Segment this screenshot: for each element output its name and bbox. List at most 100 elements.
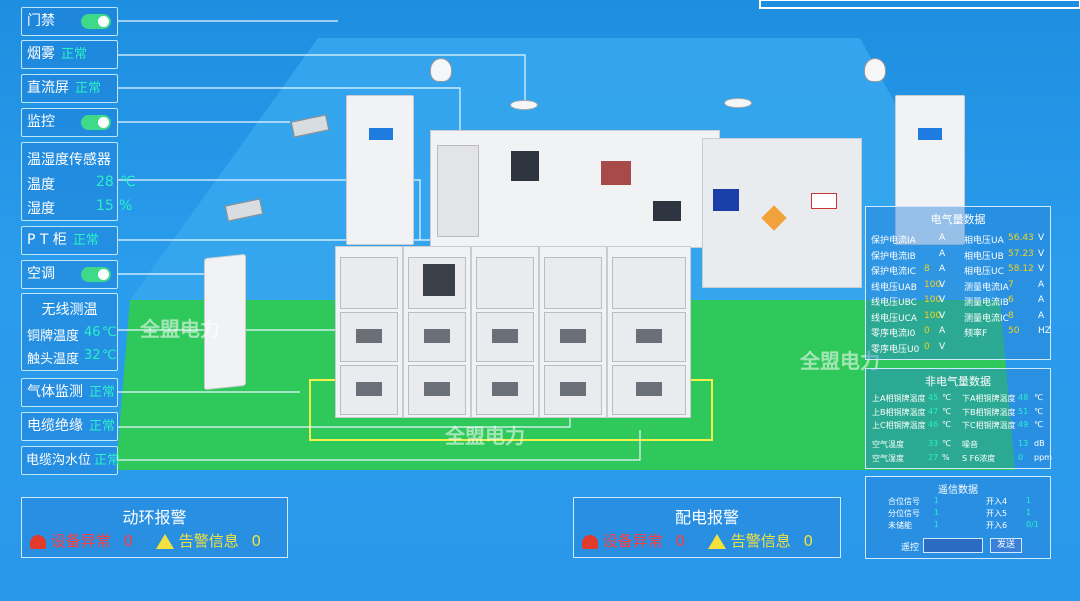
electrical-value: 6 [1008,295,1014,305]
env-device-count: 0 [123,532,134,550]
nonelec-value: 47 [928,406,939,416]
remote-value: 0/1 [1026,520,1039,529]
electrical-unit: A [939,233,946,243]
alarm-siren-icon [582,534,598,549]
remote-value: 1 [934,520,940,529]
nonelec-value: 45 [928,393,939,402]
electrical-value: 100 [924,295,942,305]
electrical-unit: A [1038,295,1045,305]
monitor-item: 监控 [21,108,118,137]
power-alarm-panel: 配电报警 设备异常 0 告警信息 0 [573,497,841,558]
electrical-unit: A [1038,279,1045,290]
alarm-siren-icon [30,534,46,549]
electrical-value: 56.43 [1008,233,1034,243]
env-alarm-panel: 动环报警 设备异常 0 告警信息 0 [21,497,288,558]
remote-label: 开入6 [986,521,1008,530]
door-access-toggle[interactable] [81,14,111,29]
remote-control-input[interactable] [923,538,983,553]
electrical-value: 0 [924,341,930,352]
env-warn-count: 0 [251,532,262,550]
contact-temp-label: 触头温度 [27,352,80,367]
power-device-label: 设备异常 [602,532,663,550]
electrical-unit: V [1038,248,1045,259]
electrical-unit: V [939,341,946,352]
nonelec-label: 上C相铜牌温度 [872,421,926,430]
nonelec-value: 0 [1018,452,1024,462]
dc-screen-label: 直流屏 [27,80,69,96]
monitor-toggle[interactable] [81,115,111,130]
transformer-cabinet [702,138,862,288]
nonelec-label: 空气湿度 [872,453,904,463]
cable-trench-status: 正常 [94,453,121,468]
env-alarm-title: 动环报警 [122,508,187,527]
gas-status: 正常 [89,385,116,400]
th-sensor-panel: 温湿度传感器 温度 28 ℃ 湿度 15 % [21,142,136,221]
electrical-label: 相电压UA [964,236,1004,246]
humidity-value: 15 [96,198,114,214]
nonelec-unit: ℃ [942,406,951,416]
nonelec-value: 46 [928,420,939,429]
nonelec-value: 27 [928,452,939,462]
nonelec-value: 49 [1018,420,1029,429]
warning-icon [155,534,174,549]
nonelec-label: 上A相铜牌温度 [872,394,926,403]
busbar-temp-value: 46 [84,325,101,340]
remote-label: 开入4 [986,497,1008,506]
electrical-label: 保护电流IA [871,236,916,246]
non-electrical-title: 非电气量数据 [925,375,991,388]
door-right [895,95,965,245]
remote-label: 未储能 [888,521,912,530]
nonelec-value: 48 [1018,393,1029,402]
watermark: 全盟电力 [445,424,525,448]
electrical-value: 8 [924,264,930,274]
nonelec-label: 下B相铜牌温度 [962,407,1016,417]
nonelec-unit: ℃ [1034,406,1043,416]
electrical-unit: A [1038,310,1045,321]
cable-insulation-status: 正常 [89,419,116,434]
nonelec-value: 33 [928,439,939,448]
wireless-temp-panel: 无线测温 铜牌温度 46 ℃ 触头温度 32 ℃ [21,293,118,371]
watermark: 全盟电力 [800,349,880,373]
electrical-unit: A [939,264,946,274]
env-device-label: 设备异常 [50,532,111,550]
power-warn-count: 0 [803,532,814,550]
ac-toggle[interactable] [81,267,111,282]
smoke-detector-icon [510,100,538,110]
nonelec-value: 51 [1018,406,1029,416]
electrical-unit: V [939,310,946,321]
electrical-label: 保护电流IB [871,251,916,262]
electrical-value: 8 [1008,310,1014,321]
camera-dome-icon [430,58,452,82]
electrical-unit: V [1038,264,1045,274]
th-sensor-title: 温湿度传感器 [27,152,111,168]
remote-value: 1 [1026,508,1032,517]
ac-item: 空调 [21,260,118,289]
electrical-value: 100 [924,310,942,321]
send-button[interactable]: 发送 [990,538,1022,553]
humidity-label: 湿度 [27,201,55,217]
pt-cabinet-label: P T 柜 [27,232,67,248]
pt-cabinet-status: 正常 [72,233,99,248]
humidity-unit: % [119,198,133,214]
env-warn-label: 告警信息 [178,532,239,550]
temp-value: 28 [96,174,114,190]
electrical-unit: V [1038,233,1045,243]
cable-trench-item: 电缆沟水位正常 [21,446,121,475]
smoke-item: 烟雾正常 [21,40,118,69]
electrical-value: 0 [924,326,930,336]
door-left [346,95,414,245]
electrical-label: 零序电压U0 [871,344,920,355]
electrical-label: 线电压UAB [871,282,917,293]
electrical-label: 线电压UBC [871,298,917,308]
nonelec-unit: ppm [1034,452,1052,462]
electrical-unit: V [939,279,946,290]
nonelec-unit: ℃ [942,393,951,402]
cable-trench-label: 电缆沟水位 [26,453,92,468]
contact-temp-unit: ℃ [102,348,117,363]
remote-title: 遥信数据 [938,485,978,496]
nonelec-label: S F6浓度 [962,453,996,463]
nonelec-label: 下A相铜牌温度 [962,394,1016,403]
